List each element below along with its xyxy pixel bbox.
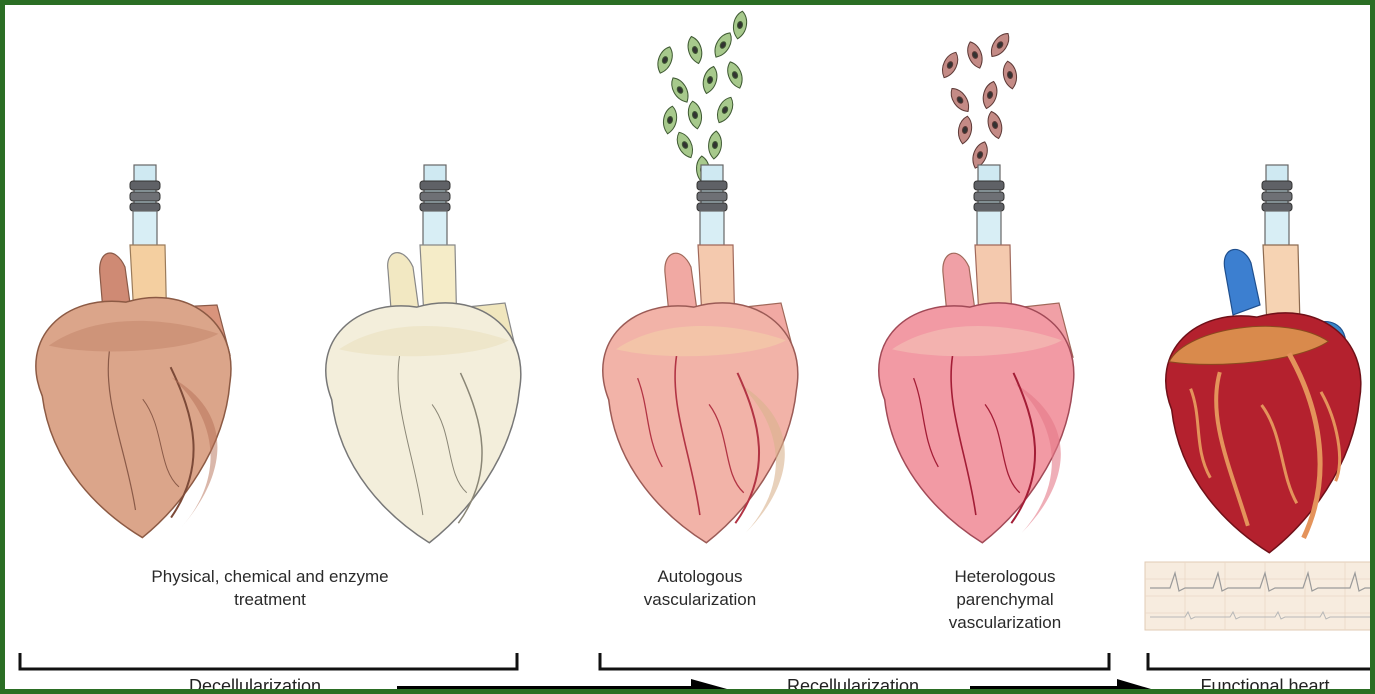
caption-autologous-vascularization: Autologous vascularization	[605, 565, 795, 611]
native-heart-illustration	[32, 165, 243, 544]
arrow-icon-decell-to-recell	[397, 679, 727, 694]
bracket-icon-decellularization	[20, 653, 517, 669]
ecg-strip-icon	[1145, 562, 1375, 630]
caption-heterologous-vascularization: Heterologous parenchymal vascularization	[905, 565, 1105, 634]
arrow-icon-recell-to-functional	[970, 679, 1151, 694]
phase-label-recellularization: Recellularization	[753, 675, 953, 694]
caption-decellularization-treatment: Physical, chemical and enzyme treatment	[85, 565, 455, 611]
autologous-cells-icon	[654, 10, 748, 184]
bracket-icon-functional	[1148, 653, 1375, 669]
phase-label-decellularization: Decellularization	[155, 675, 355, 694]
bracket-icon-recellularization	[600, 653, 1109, 669]
functional-heart-illustration	[1162, 165, 1369, 558]
decellularized-scaffold-illustration	[322, 165, 529, 548]
phase-label-functional-heart: Functional heart	[1165, 675, 1365, 694]
heterologous-heart-illustration	[875, 30, 1082, 548]
autologous-heart-illustration	[599, 10, 806, 548]
